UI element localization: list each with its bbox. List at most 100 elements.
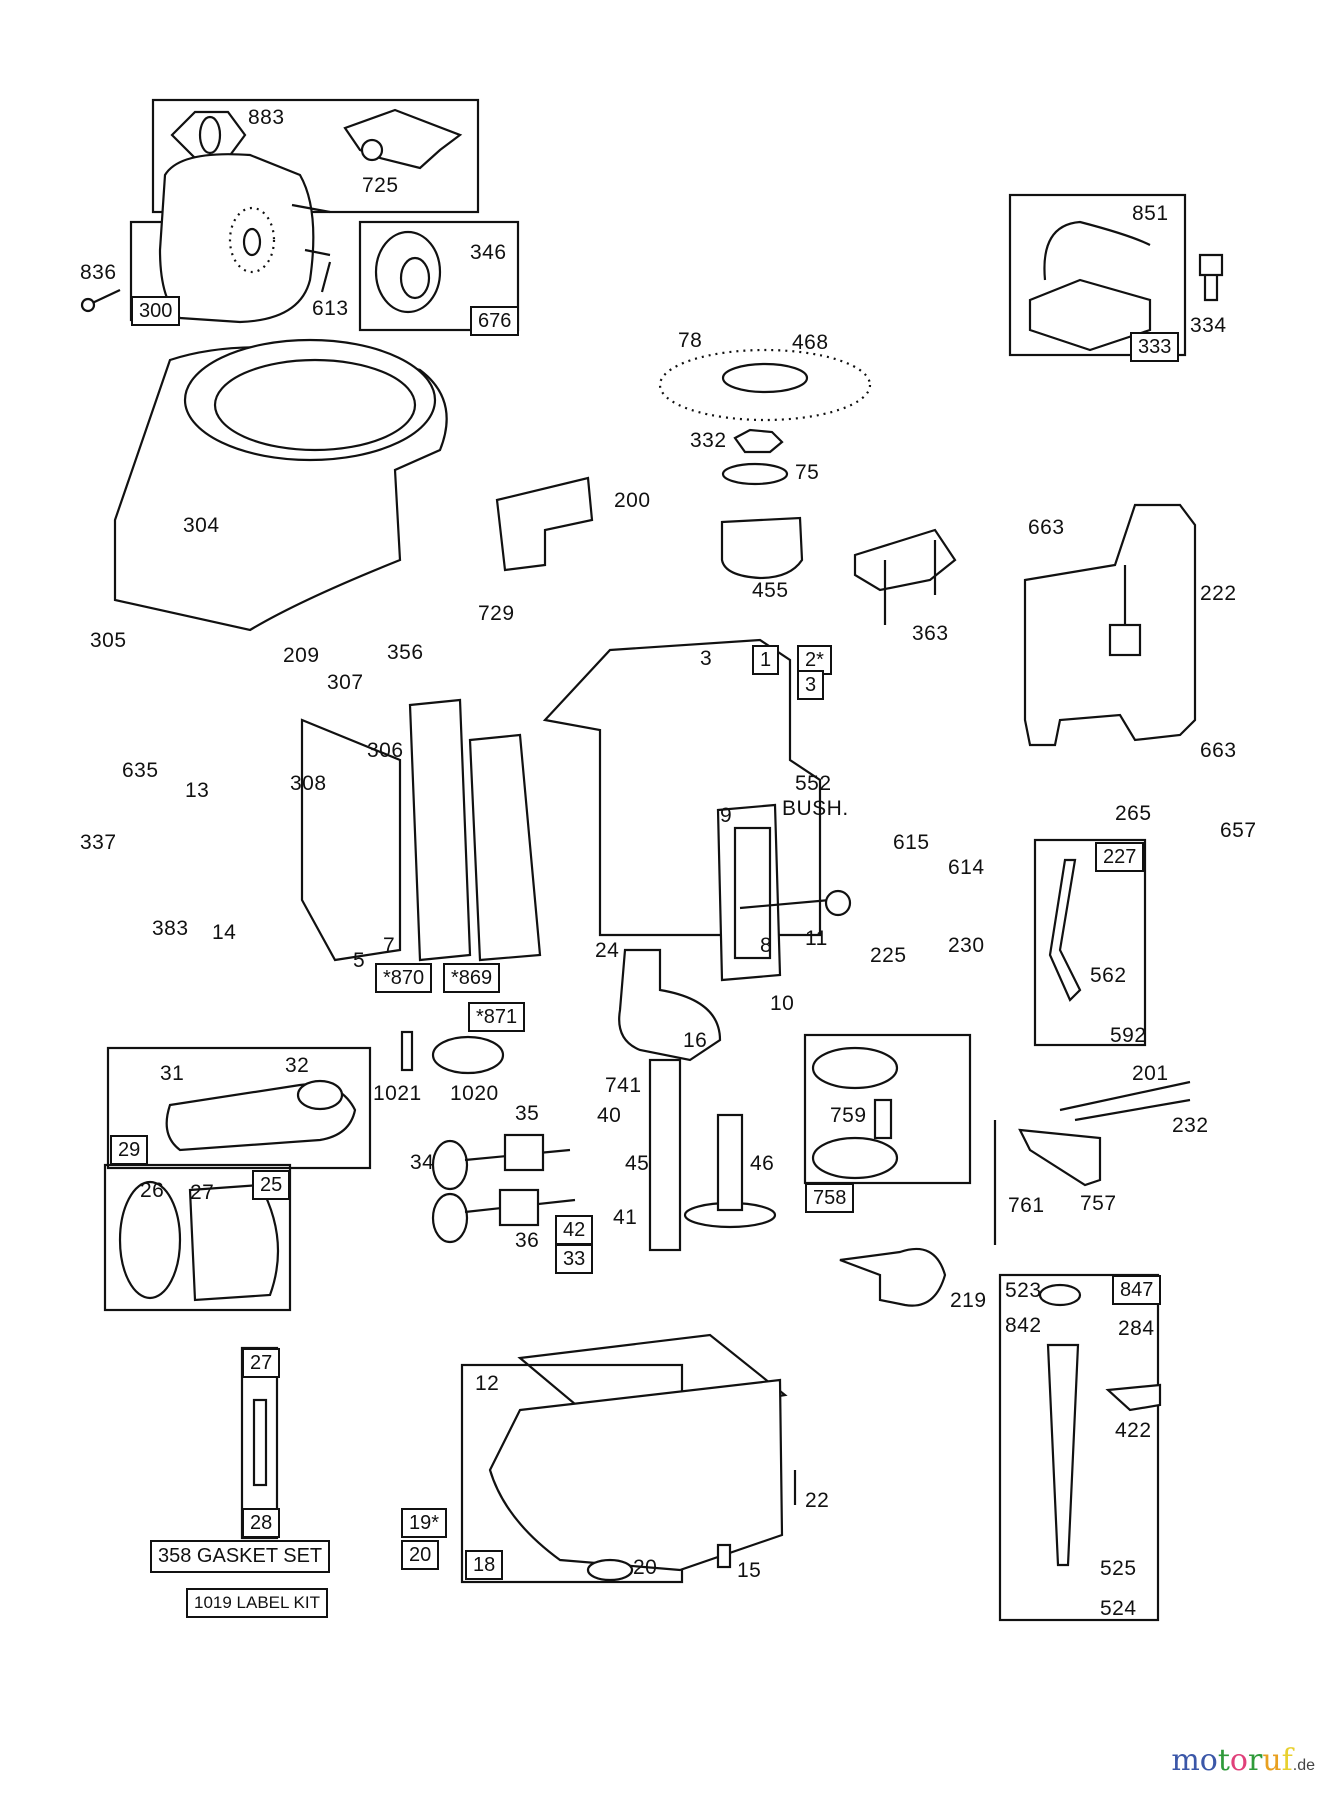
part-label-1021: 1021: [373, 1082, 422, 1105]
breather-tube: [739, 898, 831, 910]
part-label-230: 230: [948, 934, 985, 957]
part-label-40: 40: [597, 1104, 622, 1127]
engine-sump: [488, 1378, 784, 1572]
label-kit-label: 1019 LABEL KIT: [186, 1588, 329, 1618]
watermark-letter: u: [1262, 1743, 1282, 1778]
lever-227-frame: [1033, 838, 1147, 1047]
plug-15: [716, 1543, 732, 1569]
deflector-group-frame: [358, 220, 520, 332]
part-tag-20: 20: [401, 1540, 440, 1570]
part-label-8: 8: [760, 934, 773, 957]
muffler-group-frame: [151, 98, 480, 214]
part-tag-676: 676: [470, 306, 520, 336]
part-label-45: 45: [625, 1152, 650, 1175]
part-label-75: 75: [795, 461, 820, 484]
part-label-34: 34: [410, 1151, 435, 1174]
breather-tube-end: [824, 889, 852, 917]
armature: [1028, 278, 1152, 352]
screen-inner: [721, 362, 809, 394]
dipstick-clip-422: [1105, 1383, 1162, 1412]
blower-opening-inner: [213, 358, 417, 452]
part-label-13: 13: [185, 779, 210, 802]
part-tag-1: 1: [752, 645, 780, 675]
part-label-1020: 1020: [450, 1082, 499, 1105]
part-label-657: 657: [1220, 819, 1257, 842]
part-label-842: 842: [1005, 1314, 1042, 1337]
part-label-16: 16: [683, 1029, 708, 1052]
valve-36-head: [431, 1192, 469, 1244]
part-label-7: 7: [383, 934, 396, 957]
part-tag-333: 333: [1130, 332, 1180, 362]
part-label-761: 761: [1008, 1194, 1045, 1217]
watermark-letter: m: [1171, 1743, 1200, 1778]
part-label-10: 10: [770, 992, 795, 1015]
camshaft-46: [716, 1113, 744, 1212]
gasket-hole: [198, 115, 222, 155]
part-label-265: 265: [1115, 802, 1152, 825]
gasket-set-label: 358 GASKET SET: [150, 1540, 331, 1573]
part-label-759: 759: [830, 1104, 867, 1127]
part-label-523: 523: [1005, 1279, 1042, 1302]
part-label-232: 232: [1172, 1114, 1209, 1137]
part-label-9: 9: [720, 804, 733, 827]
part-label-562: 562: [1090, 964, 1127, 987]
part-label-334: 334: [1190, 314, 1227, 337]
lever-757: [1018, 1128, 1102, 1187]
part-label-35: 35: [515, 1102, 540, 1125]
motoruf-watermark: motoruf.de: [1171, 1743, 1315, 1778]
muffler-screw-a: [291, 203, 331, 214]
part-label-552: 552: [795, 772, 832, 795]
part-label-201: 201: [1132, 1062, 1169, 1085]
part-label-5: 5: [353, 949, 366, 972]
breather-window: [733, 826, 772, 960]
part-label-bush: BUSH.: [782, 797, 849, 820]
part-label-12: 12: [475, 1372, 500, 1395]
part-tag-28: 28: [242, 1508, 281, 1538]
part-tag-847: 847: [1112, 1275, 1162, 1305]
part-label-615: 615: [893, 831, 930, 854]
bolt-334: [1198, 253, 1224, 302]
cylinder-head-308: [300, 718, 402, 962]
part-label-20: 20: [633, 1556, 658, 1579]
part-label-41: 41: [613, 1206, 638, 1229]
dipstick-cap: [1038, 1283, 1082, 1307]
governor-bracket: [853, 528, 957, 592]
part-label-308: 308: [290, 772, 327, 795]
part-label-455: 455: [752, 579, 789, 602]
part-label-225: 225: [870, 944, 907, 967]
part-label-284: 284: [1118, 1317, 1155, 1340]
part-label-614: 614: [948, 856, 985, 879]
part-label-306: 306: [367, 739, 404, 762]
piston-group-frame: [103, 1163, 292, 1312]
part-tag-870: *870: [375, 963, 433, 993]
dipstick-group-frame: [998, 1273, 1160, 1622]
part-tag-42: 42: [555, 1215, 594, 1245]
valve-34-head: [431, 1139, 469, 1191]
part-label-14: 14: [212, 921, 237, 944]
watermark-suffix: .de: [1292, 1757, 1315, 1774]
part-label-663-bottom: 663: [1200, 739, 1237, 762]
part-label-635: 635: [122, 759, 159, 782]
part-1020: [431, 1035, 505, 1075]
part-tag-869: *869: [443, 963, 501, 993]
gasket-strip: [252, 1398, 268, 1487]
washer-75: [721, 462, 789, 486]
part-tag-29: 29: [110, 1135, 149, 1165]
part-label-757: 757: [1080, 1192, 1117, 1215]
part-219: [839, 1247, 947, 1307]
part-label-346: 346: [470, 241, 507, 264]
watermark-letter: r: [1247, 1743, 1263, 1778]
part-label-729: 729: [478, 602, 515, 625]
cylinder-block: [542, 638, 822, 937]
part-tag-758: 758: [805, 1183, 855, 1213]
rod-201: [1059, 1080, 1191, 1112]
cylinder-shroud: [468, 733, 542, 962]
starter-cup-455: [720, 516, 804, 580]
part-tag-19: 19*: [401, 1508, 448, 1538]
part-tag-33: 33: [555, 1244, 594, 1274]
ignition-group-frame: [1008, 193, 1187, 357]
part-label-332: 332: [690, 429, 727, 452]
seal-20: [586, 1558, 634, 1582]
muffler-outlet: [242, 227, 262, 257]
watermark-wordmark: motoruf: [1171, 1743, 1292, 1778]
